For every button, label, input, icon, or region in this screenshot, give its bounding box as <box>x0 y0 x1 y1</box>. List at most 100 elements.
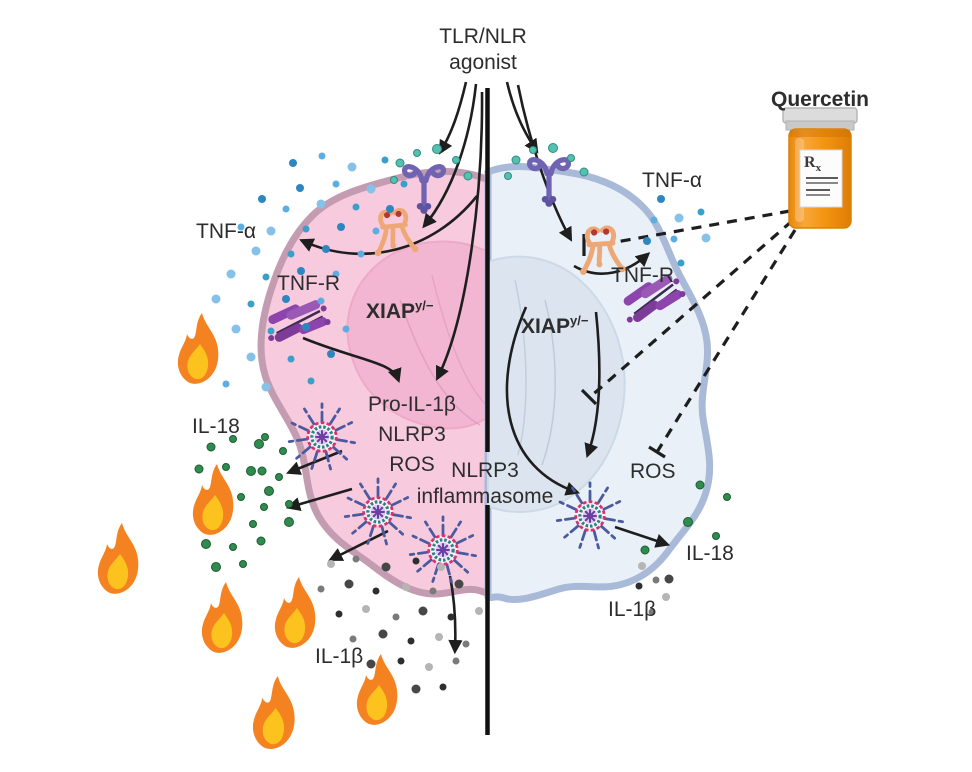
arrow-signal-to-mediators <box>435 91 484 381</box>
cytokine-dot <box>454 579 464 589</box>
cytokine-dot <box>366 659 376 669</box>
cytokine-dot <box>640 545 650 555</box>
cytokine-dot <box>400 180 408 188</box>
label-ros-right: ROS <box>630 460 676 483</box>
cytokine-dot <box>397 657 405 665</box>
cytokine-dot <box>579 167 589 177</box>
label-xiap-left: XIAPy/− <box>366 298 433 325</box>
cytokine-dot <box>418 606 428 616</box>
cytokine-dot <box>285 500 293 508</box>
bottle-rx-label: Rx <box>804 154 821 174</box>
cytokine-dot <box>260 503 268 511</box>
arrow-il18-release-1 <box>286 449 343 475</box>
cytokine-dot <box>342 325 350 333</box>
label-xiap-right: XIAPy/− <box>521 313 588 340</box>
cytokine-dot <box>386 205 394 213</box>
label-agonist-line2: agonist <box>449 51 517 74</box>
cytokine-dot <box>347 162 357 172</box>
cytokine-dot <box>425 663 433 671</box>
cytokine-dot <box>246 352 256 362</box>
cytokine-dot <box>504 172 512 180</box>
arrow-xiap-to-inflammasome-inner <box>584 311 601 459</box>
label-tlr-nlr-agonist: TLR/NLR agonist <box>439 24 527 76</box>
dashed-inhibition-line <box>588 219 794 399</box>
cytokine-dot <box>439 683 447 691</box>
cytokine-dot <box>462 640 470 648</box>
label-il1b-left: IL-1β <box>315 645 364 668</box>
cytokine-dot <box>390 176 398 184</box>
cytokine-dot <box>275 473 283 481</box>
il1b-dots-right <box>635 562 674 616</box>
cytokine-dot <box>287 355 295 363</box>
arrow-tnfr-to-mediators <box>302 336 402 384</box>
cytokine-dot <box>247 300 255 308</box>
cytokine-dot <box>264 486 274 496</box>
cytokine-dot <box>249 520 257 528</box>
cytokine-dot <box>712 532 720 540</box>
cytokine-dot <box>432 144 442 154</box>
cytokine-dot <box>529 146 537 154</box>
agonist-dots-right <box>504 143 589 180</box>
cytokine-dot <box>337 223 345 231</box>
cytokine-dot <box>635 582 643 590</box>
arrow-agonist-to-left-tlr <box>438 81 468 155</box>
cytokine-dot <box>307 377 315 385</box>
bottle-neck-shadow <box>790 130 850 137</box>
cytokine-dot <box>657 195 665 203</box>
cytokine-dot <box>511 155 521 165</box>
cytokine-dot <box>697 208 705 216</box>
cytokine-dot <box>284 517 294 527</box>
cytokine-dot <box>652 576 660 584</box>
cytokine-dot <box>289 159 297 167</box>
cytokine-dot <box>357 250 365 258</box>
xiap-left-base: XIAP <box>366 300 416 323</box>
label-agonist-line1: TLR/NLR <box>439 25 527 48</box>
label-nlrp3: NLRP3 <box>378 423 446 446</box>
label-nlrp3-inflammasome: NLRP3 inflammasome <box>417 458 554 510</box>
cytokine-dot <box>362 605 370 613</box>
cytokine-dot <box>677 259 685 267</box>
arrow-xiap-to-inflammasome-outer <box>505 306 581 496</box>
cytokine-dot <box>352 203 360 211</box>
cytokine-dot <box>412 557 420 565</box>
label-il1b-right: IL-1β <box>608 598 657 621</box>
cytokine-dot <box>229 543 237 551</box>
il18-dots-right <box>640 480 731 555</box>
cytokine-dot <box>257 466 267 476</box>
flame-icon <box>192 464 234 535</box>
cytokine-dot <box>258 195 266 203</box>
cytokine-dot <box>229 435 237 443</box>
arrow-il18-release-2 <box>285 487 353 512</box>
cytokine-dot <box>402 583 410 591</box>
cytokine-dot <box>407 637 415 645</box>
label-tnf-r-right: TNF-R <box>611 264 674 287</box>
cytokine-dot <box>318 152 326 160</box>
flame-icon <box>252 676 295 749</box>
cytokine-dot <box>664 574 674 584</box>
flame-icon <box>177 313 219 384</box>
cytokine-dot <box>282 205 290 213</box>
rx-base: R <box>804 154 816 171</box>
cytokine-dot <box>239 560 247 568</box>
cytokine-dot <box>429 587 437 595</box>
inhibition-tbar <box>580 388 598 406</box>
cytokine-dot <box>327 350 335 358</box>
label-nlrp3-inflammasome-line1: NLRP3 <box>451 459 519 482</box>
pill-bottle-icon <box>782 107 858 229</box>
cytokine-dot <box>282 295 290 303</box>
label-il18-right: IL-18 <box>686 542 734 565</box>
cytokine-dot <box>638 562 646 570</box>
cytokine-dot <box>437 563 445 571</box>
cytokine-dot <box>327 560 335 568</box>
cytokine-dot <box>237 493 245 501</box>
cytokine-dot <box>222 463 230 471</box>
cytokine-dot <box>381 562 391 572</box>
cytokine-dot <box>317 297 325 305</box>
xiap-left-sup: y/− <box>415 298 434 313</box>
cytokine-dot <box>297 267 305 275</box>
cytokine-dot <box>302 225 310 233</box>
cytokine-dot <box>378 629 388 639</box>
cytokine-dot <box>226 269 236 279</box>
cytokine-dot <box>317 585 325 593</box>
